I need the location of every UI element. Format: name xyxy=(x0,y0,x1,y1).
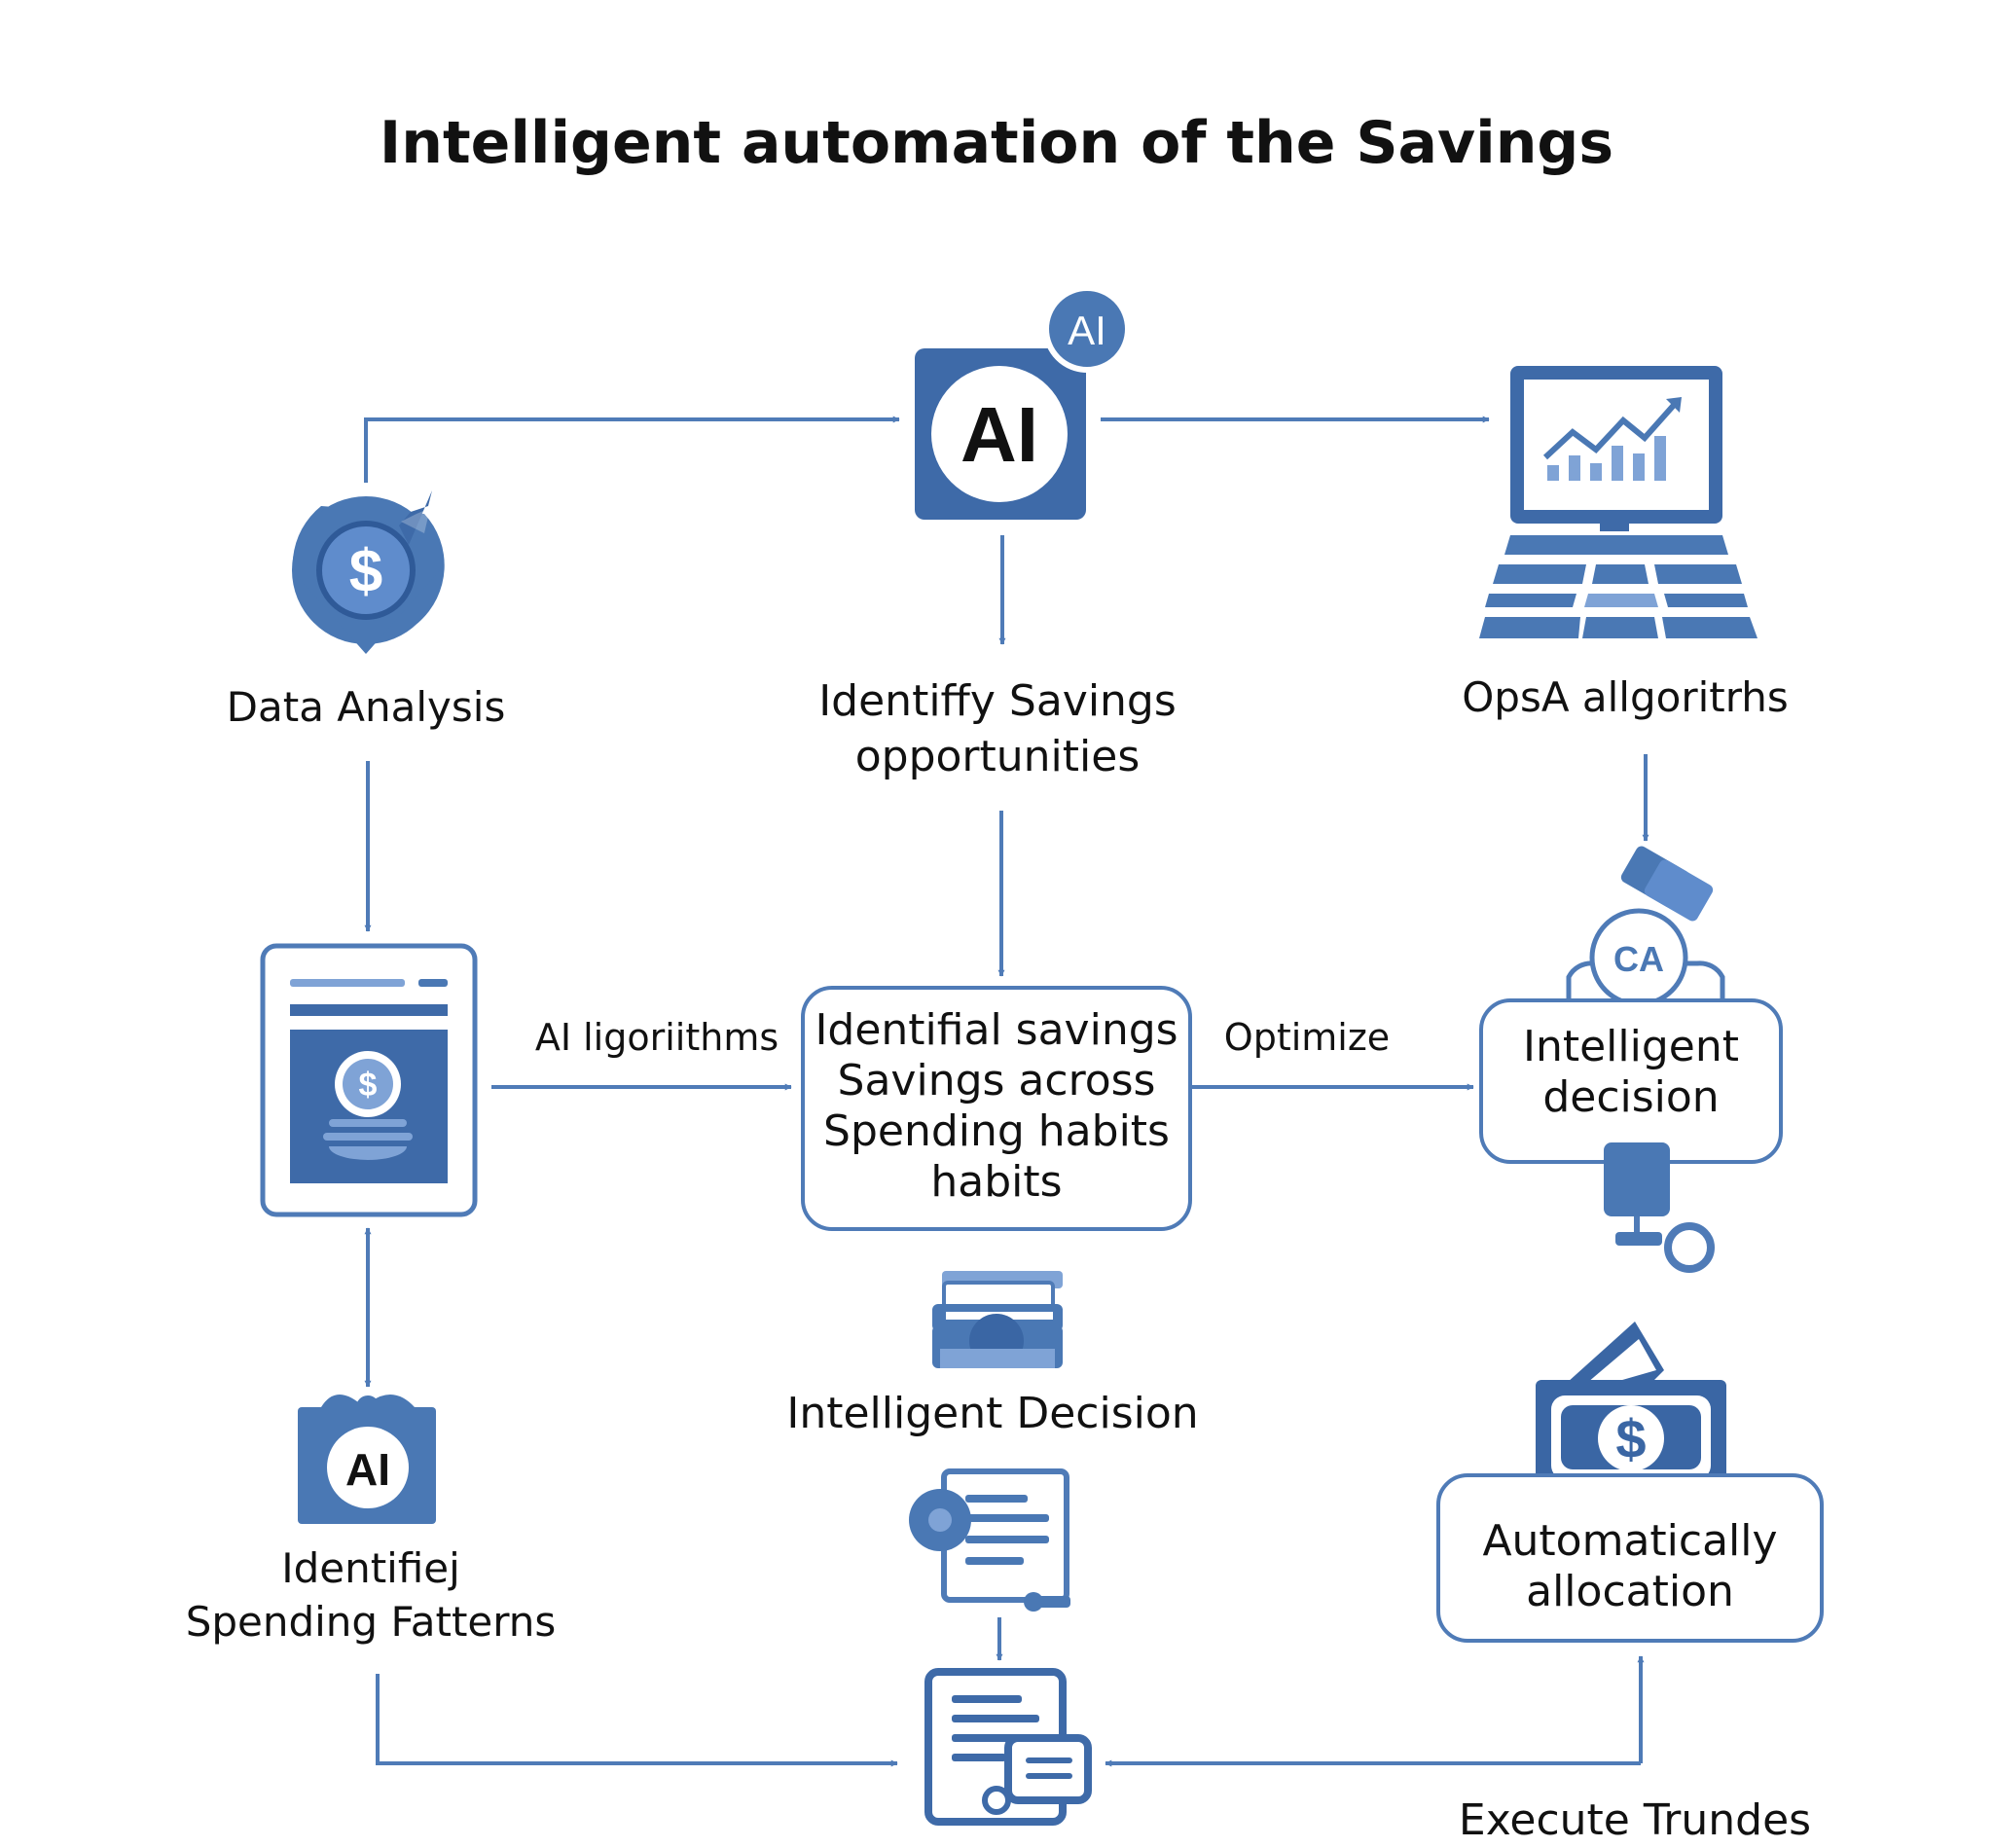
center-savings-box xyxy=(801,986,1192,1231)
ai-chip-text: AI xyxy=(960,391,1038,478)
tablet-dollar-icon: $ xyxy=(260,943,478,1217)
report-document-icon xyxy=(924,1668,1092,1826)
ai-gift-icon: AI xyxy=(298,1395,436,1524)
bill-dollar: $ xyxy=(1615,1408,1646,1469)
document-flow-icon xyxy=(909,1468,1070,1612)
ai-chip-icon: AI AI xyxy=(915,285,1131,520)
edge-label-ai-algorithms: AI ligoriithms xyxy=(534,1016,779,1059)
ai-badge-text: AI xyxy=(1068,308,1106,353)
label-spending-patterns: Identifiej Spending Fatterns xyxy=(185,1544,557,1646)
dollar-sign: $ xyxy=(349,538,382,605)
printer-icon xyxy=(932,1271,1063,1368)
ai-gift-text: AI xyxy=(345,1444,390,1495)
label-intelligent-decision: Intelligent Decision xyxy=(786,1389,1199,1438)
plug-connector-icon xyxy=(1604,1142,1715,1273)
money-bill-icon: $ xyxy=(1536,1322,1726,1495)
edge-label-optimize: Optimize xyxy=(1223,1016,1391,1059)
page-title: Intelligent automation of the Savings xyxy=(379,109,1614,177)
label-algorithms: OpsA allgoritrhs xyxy=(1462,673,1789,721)
robot-ca-icon: CA xyxy=(1566,846,1725,1007)
edge-spending-to-report xyxy=(376,1674,898,1767)
tablet-dollar: $ xyxy=(359,1067,378,1104)
laptop-chart-icon xyxy=(1479,366,1757,638)
dollar-cycle-icon: $ xyxy=(292,490,445,654)
decision-box-text: Intelligent decision xyxy=(1523,1022,1739,1122)
label-data-analysis: Data Analysis xyxy=(226,683,506,731)
edge-label-execute: Execute Trundes xyxy=(1458,1795,1812,1845)
center-box-text: Identifial savings Savings across Spendi… xyxy=(815,1005,1178,1207)
robot-ca-text: CA xyxy=(1613,939,1664,979)
allocation-box xyxy=(1436,1473,1824,1643)
edge-data-to-ai xyxy=(364,416,900,483)
allocation-box-text: Automatically allocation xyxy=(1482,1516,1778,1616)
label-identify-opportunities: Identiffy Savings opportunities xyxy=(818,676,1177,782)
